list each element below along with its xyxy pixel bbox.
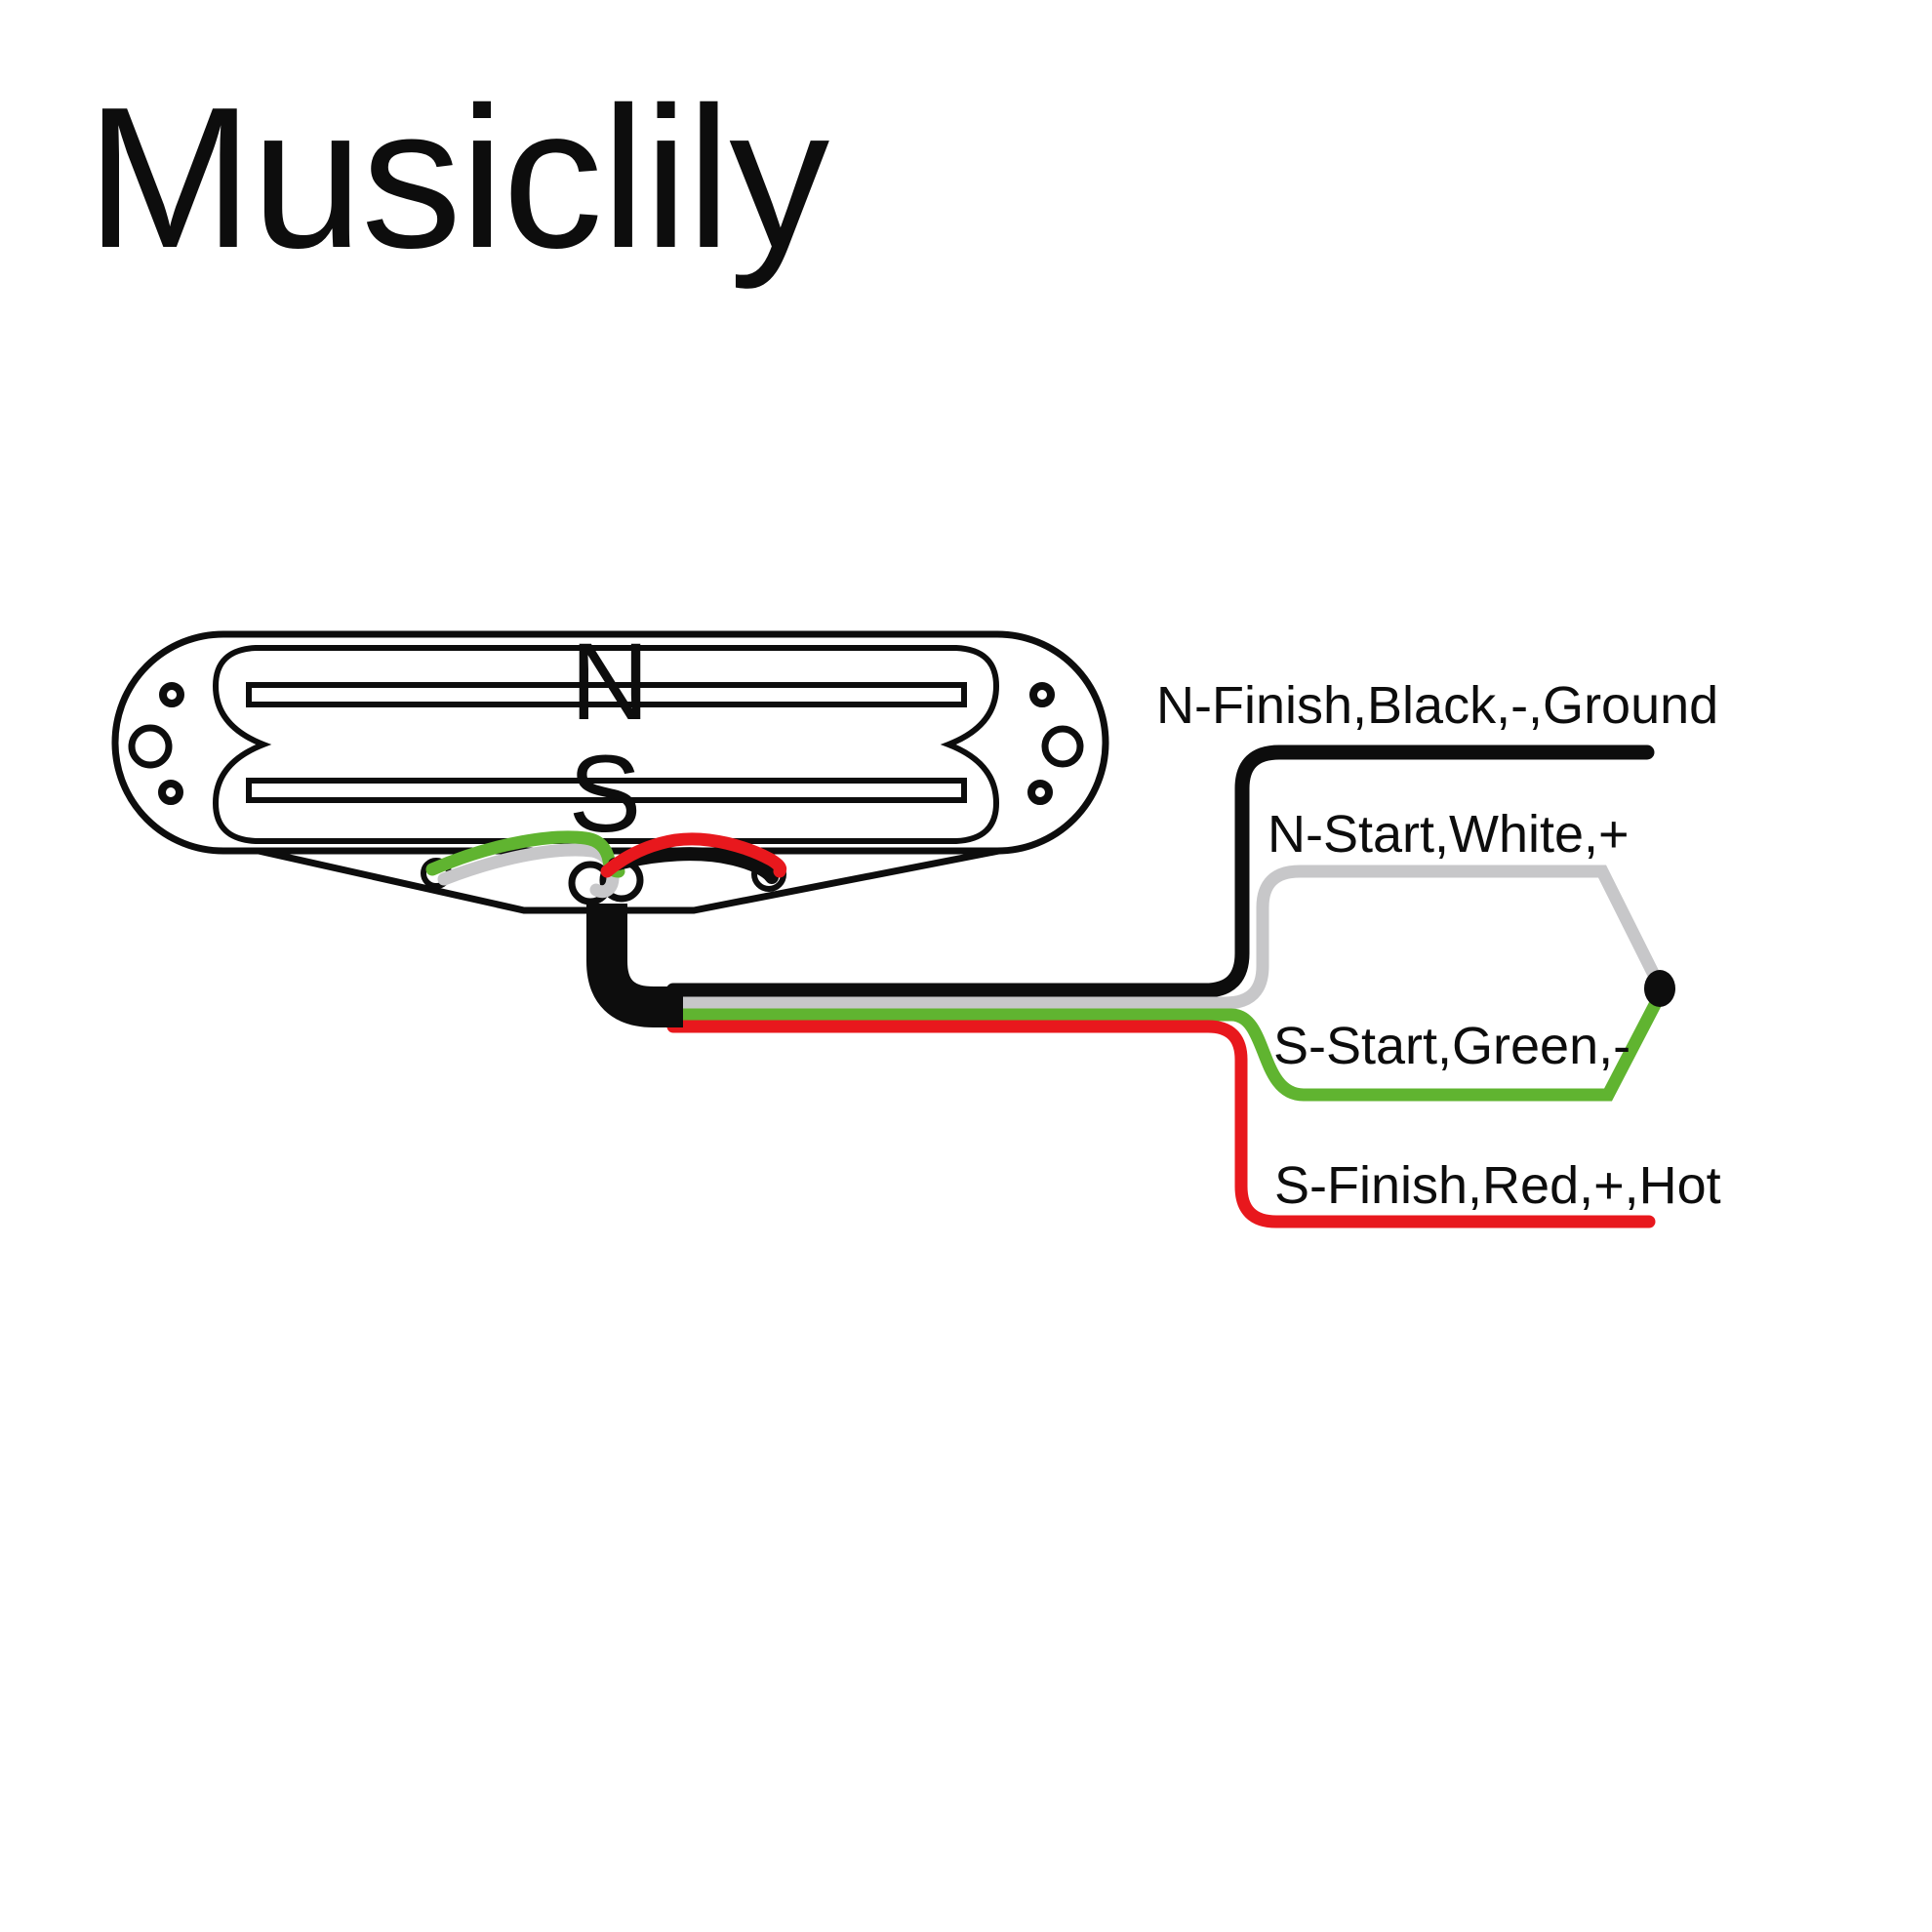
north-pole-label: N [571, 621, 650, 743]
brand-title: Musiclily [86, 65, 829, 290]
pigtail-wire-white [437, 843, 620, 899]
mounting-hole-right-top [1029, 682, 1055, 707]
cable-sheath [586, 904, 683, 1027]
pigtail-wire-black [608, 847, 779, 884]
solder-joint-dot [1644, 970, 1675, 1007]
pigtail-wire-red [600, 832, 787, 878]
wire-red-label: S-Finish,Red,+,Hot [1274, 1156, 1721, 1215]
mounting-hole-right-bottom [1027, 780, 1053, 805]
wire-red-hot [666, 1020, 1656, 1228]
blade-rail-north [246, 682, 967, 707]
mounting-hole-left-bottom [158, 780, 183, 805]
wire-white-label: N-Start,White,+ [1268, 805, 1630, 864]
blade-rail-south [246, 778, 967, 803]
wire-green-label: S-Start,Green,- [1273, 1017, 1630, 1075]
hookup-wires [665, 745, 1666, 1228]
wire-black-ground [665, 745, 1655, 998]
wire-white [666, 865, 1663, 1010]
wire-green [666, 990, 1666, 1102]
wire-black-label: N-Finish,Black,-,Ground [1156, 676, 1718, 735]
mounting-hole-right-middle [1041, 725, 1084, 768]
mounting-hole-left-top [159, 682, 184, 707]
pigtail-loops [421, 830, 787, 906]
mounting-hole-left-middle [128, 724, 173, 769]
